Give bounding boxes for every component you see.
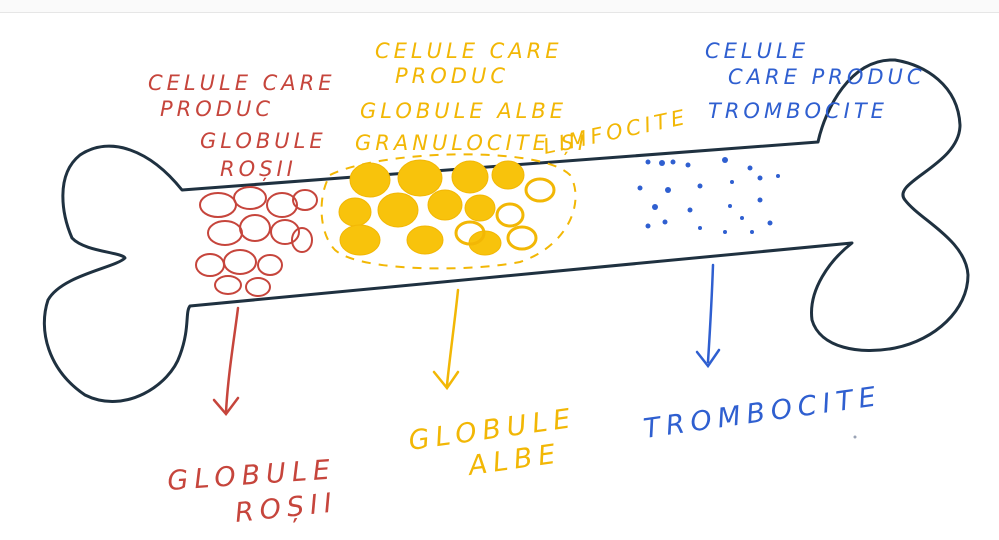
platelet-cells-label: CELULE CARE PRODUC TROMBOCITE [705, 39, 926, 123]
red-cells-label: CELULE CARE PRODUC GLOBULE ROȘII [148, 71, 336, 181]
red-blood-cell-cluster [195, 186, 318, 297]
stray-dot [853, 435, 857, 439]
svg-text:TROMBOCITE: TROMBOCITE [708, 99, 888, 123]
dashed-boundary [320, 153, 577, 270]
svg-text:PRODUC: PRODUC [160, 97, 274, 121]
red-arrow [212, 306, 240, 416]
red-result-label: GLOBULE ROȘII [166, 454, 339, 529]
svg-text:TROMBOCITE: TROMBOCITE [642, 381, 884, 445]
svg-text:CELULE: CELULE [705, 39, 809, 63]
svg-text:PRODUC: PRODUC [395, 64, 509, 88]
svg-text:GLOBULE ALBE: GLOBULE ALBE [360, 99, 567, 123]
svg-text:ROȘII: ROȘII [233, 487, 339, 529]
platelet-cluster [637, 157, 780, 234]
svg-text:CARE PRODUC: CARE PRODUC [728, 65, 926, 89]
window-top-edge [0, 0, 999, 13]
svg-text:ROȘII: ROȘII [220, 157, 297, 181]
bone-outline [42, 58, 970, 403]
svg-text:GRANULOCITE ȘI: GRANULOCITE ȘI [355, 131, 588, 155]
white-cells-label: CELULE CARE PRODUC GLOBULE ALBE GRANULOC… [355, 39, 690, 159]
svg-text:GLOBULE: GLOBULE [200, 129, 327, 153]
white-blood-cell-cluster [320, 153, 577, 270]
yellow-result-label: GLOBULE ALBE [407, 403, 578, 482]
svg-text:CELULE CARE: CELULE CARE [148, 71, 336, 95]
blue-arrow [695, 263, 721, 369]
svg-text:CELULE CARE: CELULE CARE [375, 39, 563, 63]
blue-result-label: TROMBOCITE [642, 381, 884, 445]
yellow-arrow [432, 288, 460, 391]
